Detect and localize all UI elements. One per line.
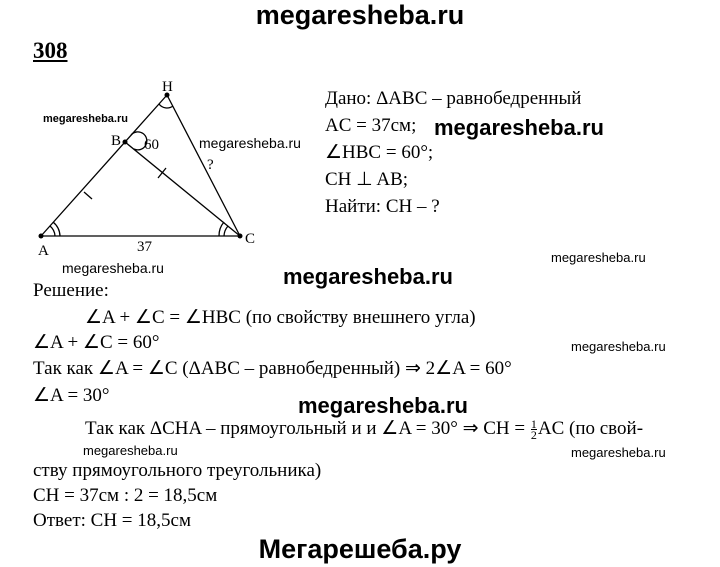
footer-watermark: Мегарешеба.ру [258,534,462,564]
watermark: megaresheba.ru [298,393,468,418]
fraction-denominator: 2 [530,428,537,443]
given-line: AC = 37см; [325,115,417,136]
given-line: CH ⊥ AB; [325,169,409,190]
side-label: 37 [137,239,152,255]
solution-line: ству прямоугольного треугольника) [33,460,322,481]
given-line: ∠HBC = 60°; [325,142,434,163]
solution-line: ∠A + ∠C = 60° [33,332,160,353]
watermark: megaresheba.ru [571,339,666,354]
answer-line: Ответ: CH = 18,5см [33,510,191,531]
triangle-diagram [38,92,243,239]
unknown-label: ? [207,157,214,173]
watermark: megaresheba.ru [283,264,453,289]
label-a: A [38,243,49,259]
watermark: megaresheba.ru [199,135,301,151]
solution-line: ∠A = 30° [33,385,110,406]
solution-line: Так как ∠A = ∠C (ΔABC – равнобедренный) … [33,358,512,379]
label-c: C [245,231,256,247]
problem-number: 308 [33,38,68,63]
solution-line: ∠A + ∠C = ∠HBC (по свойству внешнего угл… [85,307,476,328]
given-line: Дано: ΔABC – равнобедренный [325,88,582,109]
fraction-numerator: 1 [530,417,537,432]
header-watermark: megaresheba.ru [255,0,465,30]
solution-line: CH = 37см : 2 = 18,5см [33,485,218,506]
label-h: H [162,79,173,95]
given-line: Найти: CH – ? [325,196,440,217]
angle-label: 60 [144,137,159,153]
label-b: B [111,133,122,149]
line-text: Так как ΔCHA – прямоугольный и и ∠A = 30… [85,418,530,439]
watermark: megaresheba.ru [551,250,646,265]
watermark: megaresheba.ru [43,113,128,125]
line-text: AC (по свой- [537,418,644,439]
solution-line: Так как ΔCHA – прямоугольный и и ∠A = 30… [85,417,644,443]
watermark: megaresheba.ru [83,443,178,458]
watermark: megaresheba.ru [434,115,604,140]
watermark: megaresheba.ru [62,260,164,276]
solution-heading: Решение: [33,280,109,301]
watermark: megaresheba.ru [571,445,666,460]
